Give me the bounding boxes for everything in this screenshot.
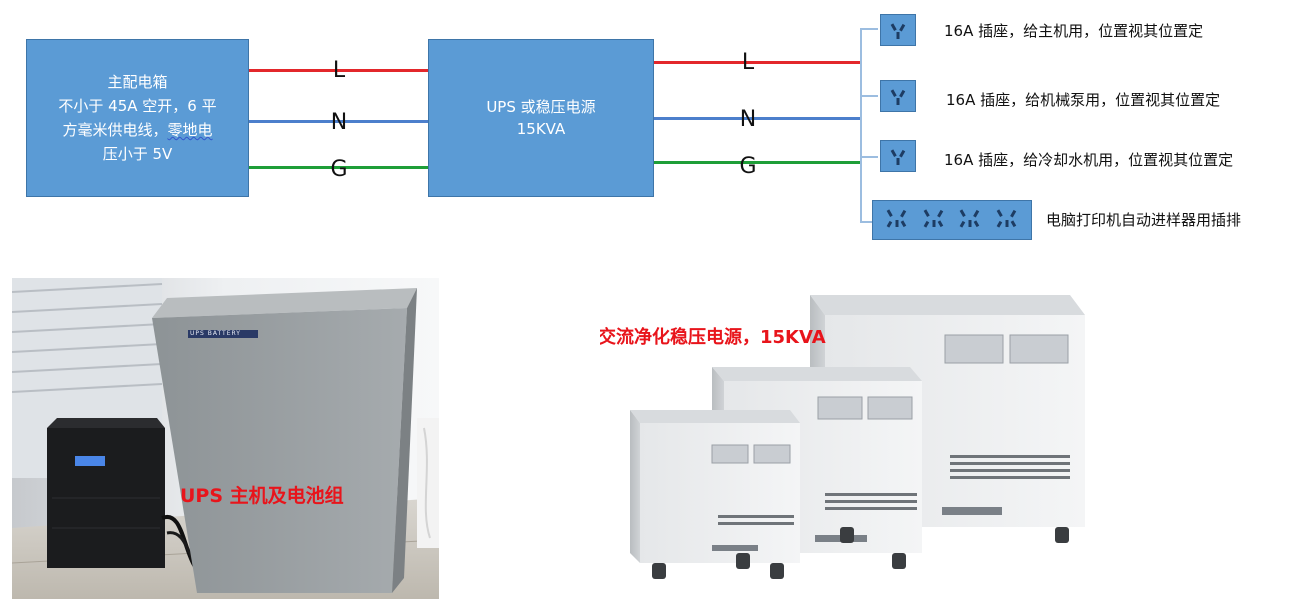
wire-letter-g-right: G	[739, 154, 757, 179]
ups-photo-caption: UPS 主机及电池组	[180, 485, 344, 507]
outlet-label-pump: 16A 插座，给机械泵用，位置视其位置定	[946, 91, 1221, 109]
outlet-icon	[880, 80, 916, 112]
wire-n-right	[654, 117, 860, 120]
wire-letter-n-right: N	[739, 107, 757, 132]
bus-branch-4	[860, 221, 874, 223]
wire-n-left	[249, 120, 428, 123]
stabilizer-photo-caption: 交流净化稳压电源，15KVA	[600, 327, 826, 348]
wire-g-left	[249, 166, 428, 169]
main-box-line-3b: 零地电	[167, 121, 213, 139]
strip-socket-icon	[886, 209, 907, 228]
strip-socket-icon	[959, 209, 980, 228]
outlet-label-host: 16A 插座，给主机用，位置视其位置定	[944, 22, 1204, 40]
main-distribution-box: 主配电箱 不小于 45A 空开，6 平 方毫米供电线，零地电 压小于 5V	[26, 39, 249, 197]
strip-socket-icon	[996, 209, 1016, 228]
wire-g-right	[654, 161, 860, 164]
ups-battery-illustration	[12, 278, 439, 599]
ups-or-stabilizer-box: UPS 或稳压电源 15KVA	[428, 39, 654, 197]
ups-battery-photo: UPS BATTERY UPS 主机及电池组	[12, 278, 439, 599]
distribution-bus	[860, 28, 862, 222]
strip-socket-icon	[923, 209, 943, 228]
ups-box-line-2: 15KVA	[516, 120, 566, 138]
main-box-line-1: 主配电箱	[107, 73, 168, 91]
main-box-line-2: 不小于 45A 空开，6 平	[58, 97, 217, 115]
wire-letter-n-left: N	[330, 110, 348, 135]
wire-letter-l-right: L	[741, 50, 755, 75]
bus-branch-2	[860, 95, 878, 97]
wire-l-left	[249, 69, 428, 72]
ups-cabinet-badge: UPS BATTERY	[190, 330, 241, 337]
stabilizer-photo: 交流净化稳压电源，15KVA	[600, 285, 1100, 585]
outlet-icon	[880, 140, 916, 172]
wire-letter-l-left: L	[332, 58, 346, 83]
bus-branch-3	[860, 156, 878, 158]
power-strip-icon	[872, 200, 1032, 240]
bus-branch-1	[860, 28, 878, 30]
power-strip-label: 电脑打印机自动进样器用插排	[1046, 211, 1242, 229]
main-box-line-3: 方毫米供电线，零地电	[62, 121, 213, 139]
outlet-icon	[880, 14, 916, 46]
wire-letter-g-left: G	[330, 157, 348, 182]
cabinet-badge-plate	[188, 330, 258, 338]
outlet-label-chiller: 16A 插座，给冷却水机用，位置视其位置定	[944, 151, 1234, 169]
ups-box-line-1: UPS 或稳压电源	[486, 98, 596, 116]
stabilizer-illustration	[630, 295, 1085, 579]
wire-l-right	[654, 61, 860, 64]
main-box-line-4: 压小于 5V	[102, 145, 173, 163]
